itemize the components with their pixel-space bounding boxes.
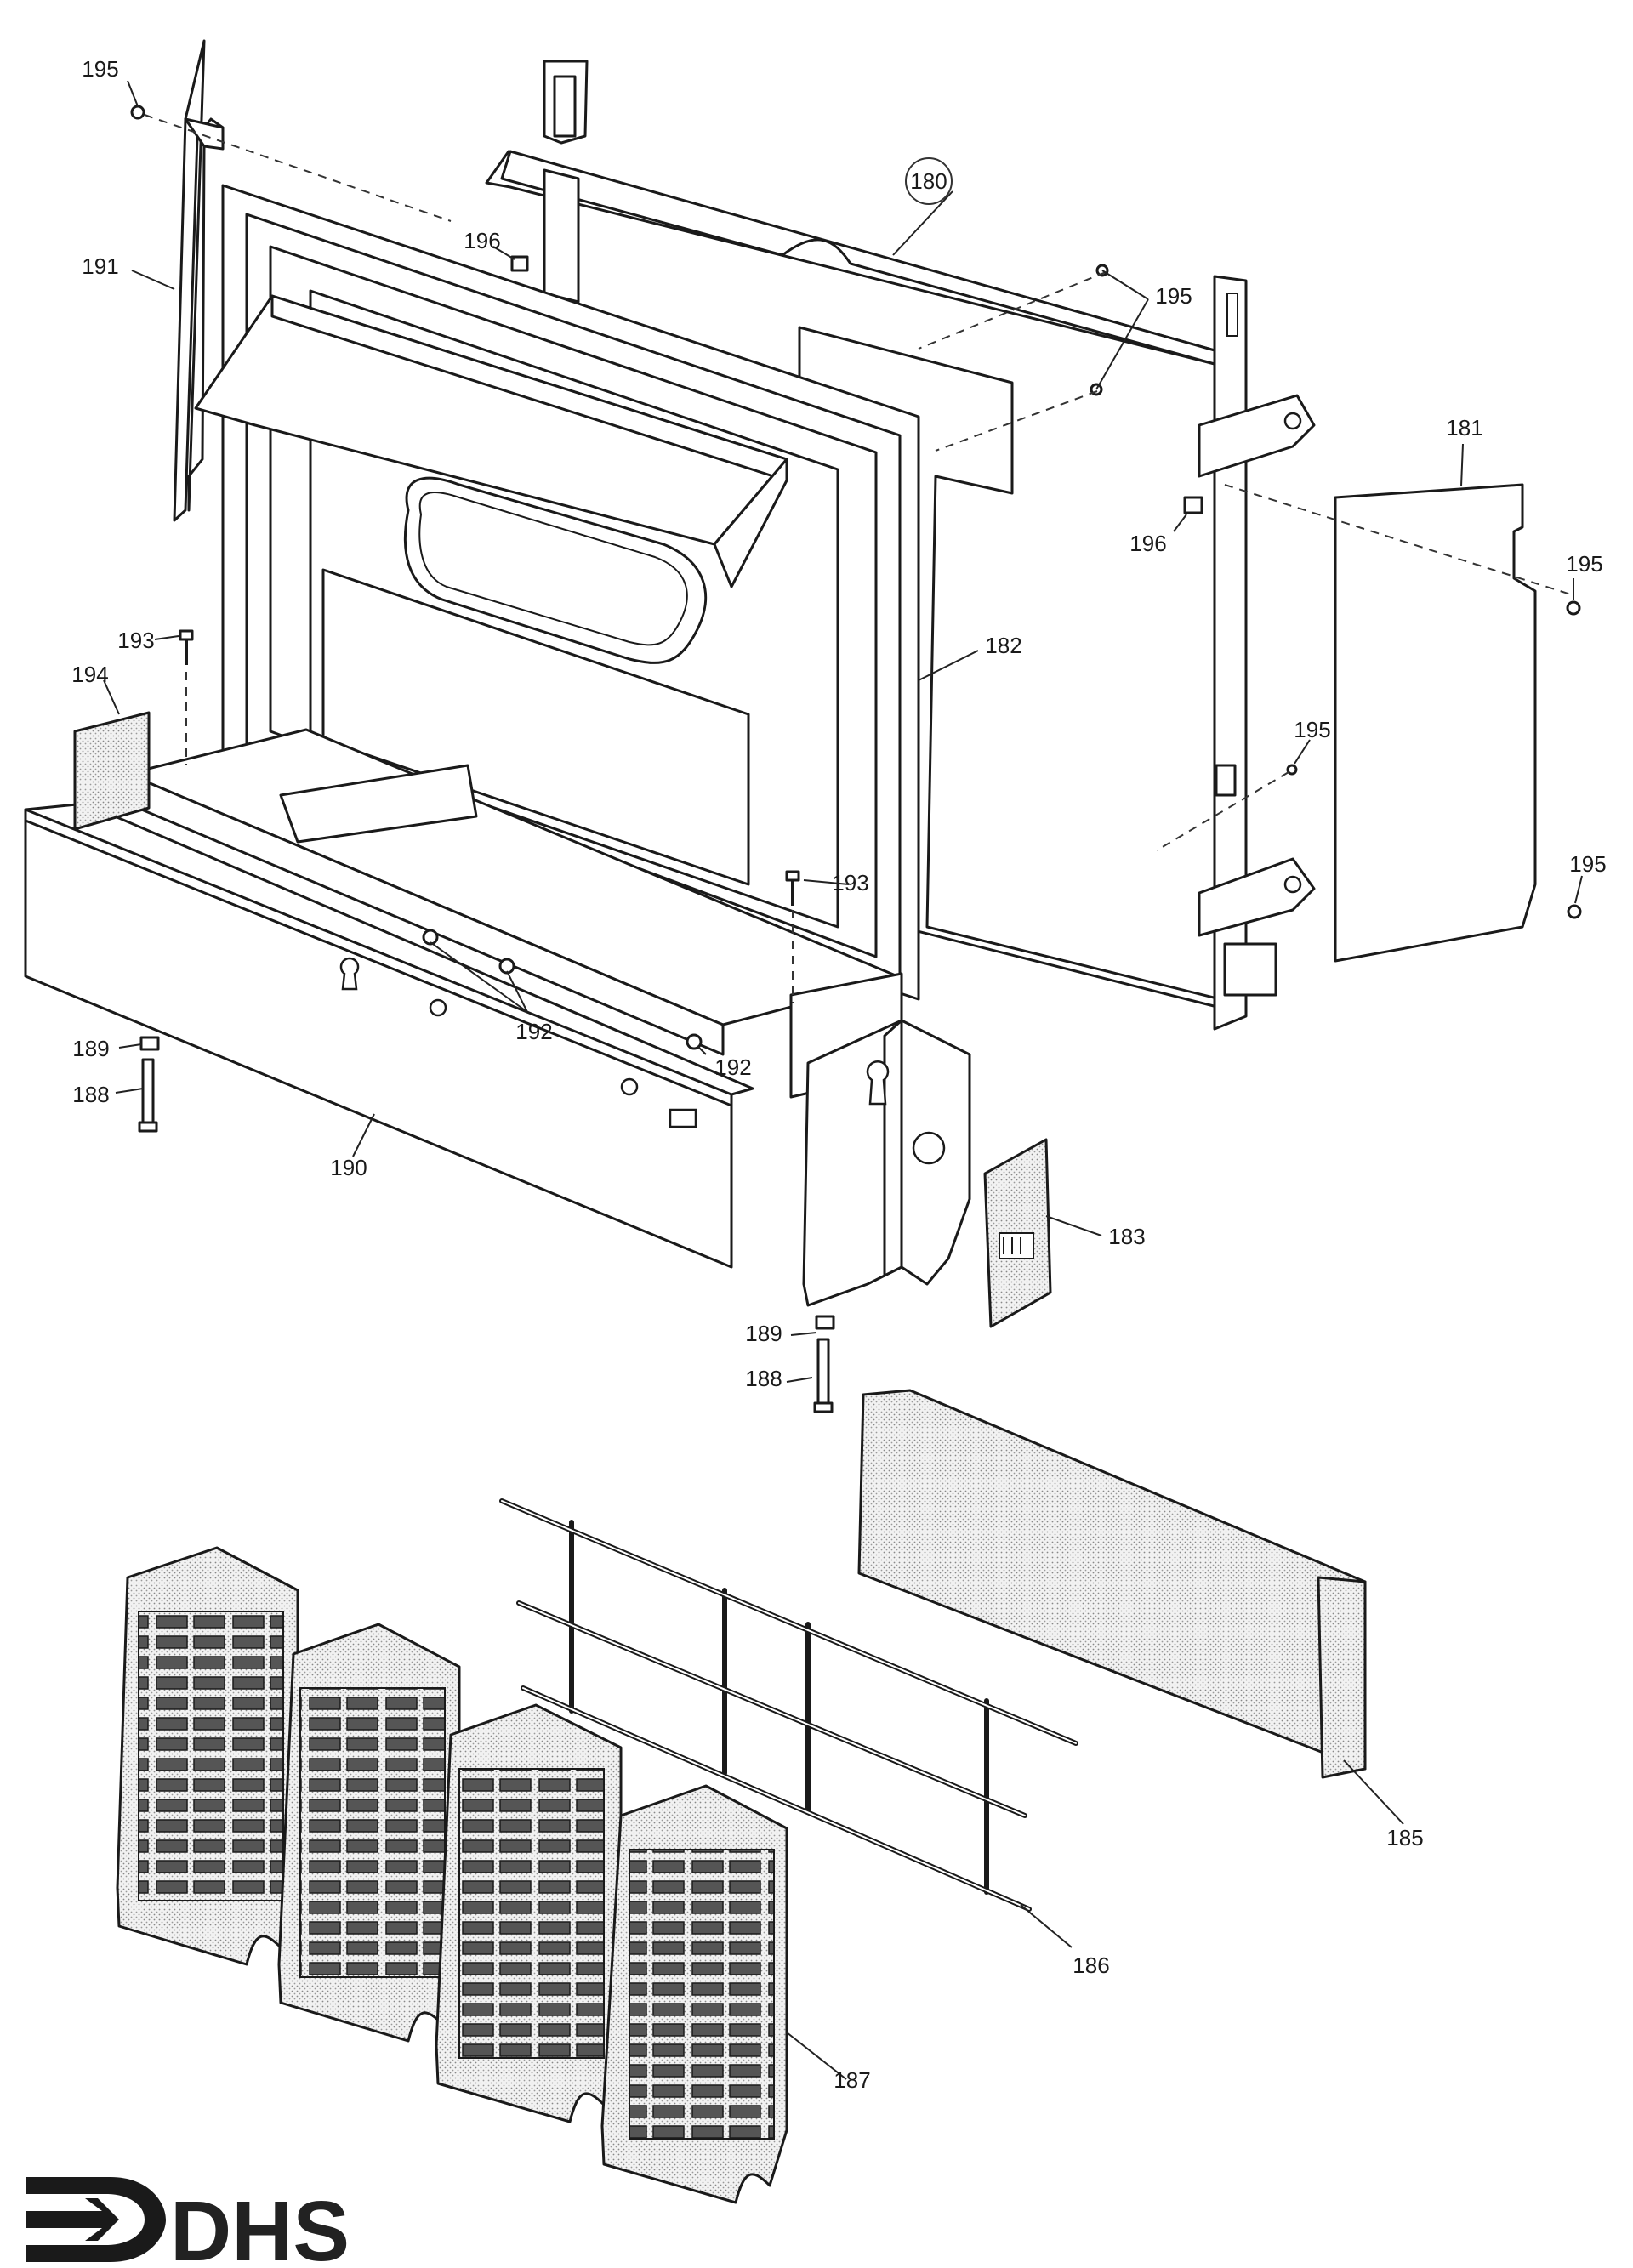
dhs-logo-text: DHS (170, 2184, 350, 2268)
fasteners (130, 105, 1582, 1413)
part-187-ceramic-radiants (116, 1546, 788, 2204)
callout-195-right-upper: 195 (1566, 551, 1602, 577)
callout-186: 186 (1073, 1953, 1109, 1978)
callout-192-left: 192 (515, 1019, 552, 1044)
radiant-2 (277, 1623, 461, 2043)
arrow-logo-icon (26, 2177, 166, 2262)
callout-183: 183 (1108, 1224, 1145, 1249)
callout-187: 187 (834, 2067, 870, 2093)
part-side-housing (802, 1019, 971, 1307)
part-180-top-hood (485, 60, 1216, 366)
callout-195-right-lower: 195 (1569, 851, 1606, 877)
radiant-3 (435, 1703, 623, 2123)
part-191-left-side-bracket (173, 39, 225, 522)
callout-191: 191 (82, 253, 118, 279)
callout-181: 181 (1446, 415, 1482, 441)
part-194-vent-plate (73, 711, 151, 831)
callout-195-middle: 195 (1294, 717, 1330, 742)
part-base-tray (126, 728, 903, 1099)
callout-194: 194 (71, 662, 108, 687)
callout-195-top-left: 195 (82, 56, 118, 82)
callout-192-right: 192 (714, 1054, 751, 1080)
callout-188-upper: 188 (72, 1082, 109, 1107)
callout-196-right: 196 (1129, 531, 1166, 556)
part-181-right-cover (1334, 483, 1537, 963)
callouts: 180 181 182 183 185 186 187 189 188 190 … (71, 56, 1606, 2093)
callout-195-top: 195 (1155, 283, 1192, 309)
callout-188-lower: 188 (745, 1366, 782, 1391)
callout-193-left: 193 (117, 628, 154, 653)
callout-196-left: 196 (464, 228, 500, 253)
dhs-logo: DHS (26, 2177, 350, 2268)
assembly-guide-lines (144, 114, 1574, 1003)
radiant-4 (600, 1784, 788, 2204)
part-186-wire-grid (499, 1498, 1078, 1912)
callout-180: 180 (910, 168, 947, 194)
part-185-fibre-board (857, 1389, 1367, 1779)
callout-190: 190 (330, 1155, 367, 1180)
part-right-side-bracket (1198, 275, 1316, 1031)
callout-189-lower: 189 (745, 1321, 782, 1346)
callout-185: 185 (1386, 1825, 1423, 1850)
callout-189-upper: 189 (72, 1036, 109, 1061)
callout-193-right: 193 (832, 870, 868, 895)
radiant-1 (116, 1546, 299, 1966)
callout-180-circle (905, 157, 953, 205)
callout-182: 182 (985, 633, 1021, 658)
part-183-data-label (983, 1138, 1052, 1328)
leader-lines (103, 80, 1583, 2080)
